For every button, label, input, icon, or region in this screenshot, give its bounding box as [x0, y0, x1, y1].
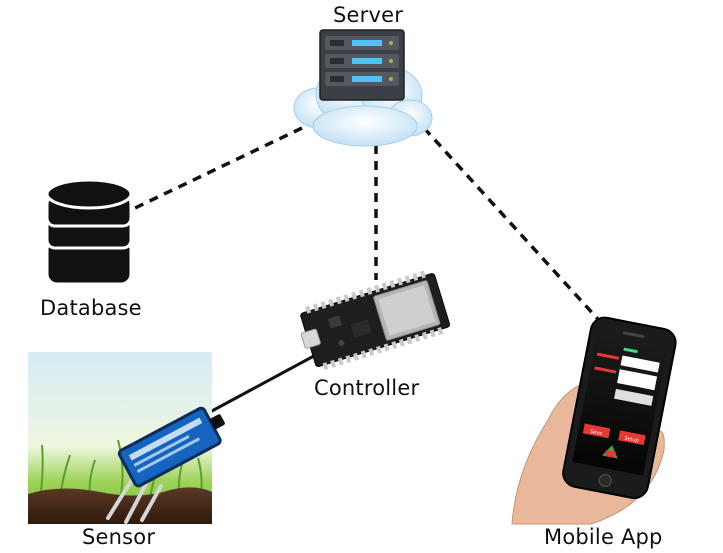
sensor-label: Sensor	[82, 525, 156, 549]
phone-button-right[interactable]: Setup	[624, 435, 639, 444]
mobile-app-label: Mobile App	[544, 525, 663, 549]
server-cloud-icon	[293, 29, 433, 147]
soil-ground	[28, 487, 212, 524]
phone-button-left[interactable]: Save	[590, 429, 603, 437]
soil-sensor-icon	[28, 352, 225, 524]
smartphone-icon: Save Setup	[511, 316, 677, 525]
database-label: Database	[40, 296, 142, 320]
server-label: Server	[333, 3, 404, 27]
sensor-body	[117, 406, 225, 488]
controller-label: Controller	[314, 376, 420, 400]
sensor-probes	[106, 476, 163, 524]
connection-server-mobile	[422, 126, 608, 330]
connection-server-database	[134, 126, 303, 210]
server-rack-icon	[319, 29, 405, 101]
microcontroller-board-icon	[300, 270, 451, 371]
database-icon	[45, 178, 133, 286]
